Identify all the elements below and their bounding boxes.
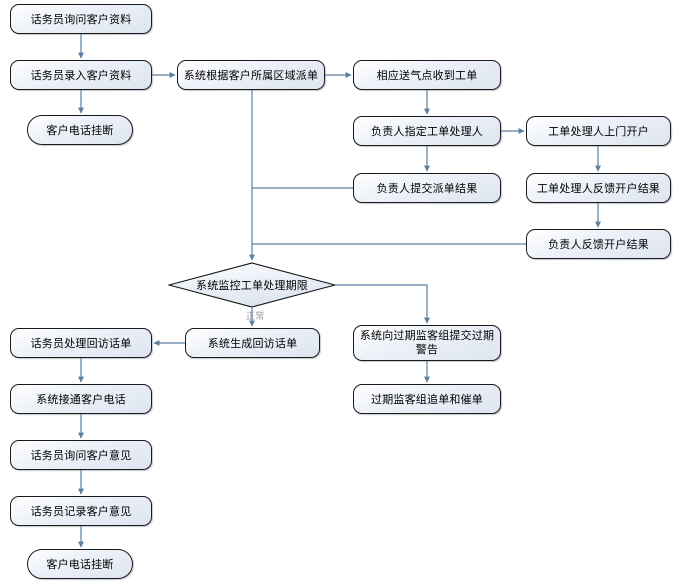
node-manager-feedback-result[interactable]: 负责人反馈开户结果 (526, 229, 671, 259)
node-agent-records-customer-opinion[interactable]: 话务员记录客户意见 (10, 496, 152, 526)
node-manager-assigns-handler[interactable]: 负责人指定工单处理人 (353, 116, 501, 146)
node-manager-submits-dispatch-result[interactable]: 负责人提交派单结果 (353, 173, 501, 203)
node-customer-hangup-top[interactable]: 客户电话挂断 (27, 115, 133, 145)
node-system-generates-callback-ticket[interactable]: 系统生成回访话单 (185, 328, 320, 358)
node-agent-asks-customer-opinion[interactable]: 话务员询问客户意见 (10, 440, 152, 470)
node-agent-handles-callback-ticket[interactable]: 话务员处理回访话单 (10, 328, 152, 358)
diamond-shape-icon (168, 262, 336, 308)
node-system-connects-customer-call[interactable]: 系统接通客户电话 (10, 384, 152, 414)
node-gas-station-receives-ticket[interactable]: 相应送气点收到工单 (353, 60, 501, 90)
node-system-submits-overdue-warning[interactable]: 系统向过期监客组提交过期 警告 (353, 325, 501, 361)
node-agent-ask-customer-info[interactable]: 话务员询问客户资料 (10, 4, 152, 34)
edge-label-normal: 正常 (246, 312, 265, 322)
decision-label: 系统监控工单处理期限 (196, 279, 308, 292)
node-system-dispatch-by-region[interactable]: 系统根据客户所属区域派单 (177, 60, 325, 90)
edge-n11-n18 (336, 284, 430, 324)
node-overdue-team-follows-up[interactable]: 过期监客组追单和催单 (353, 384, 501, 414)
node-handler-visits-customer[interactable]: 工单处理人上门开户 (526, 116, 671, 146)
node-customer-hangup-bottom[interactable]: 客户电话挂断 (27, 549, 133, 579)
node-agent-enter-customer-info[interactable]: 话务员录入客户资料 (10, 60, 152, 90)
decision-monitor-ticket-deadline[interactable]: 系统监控工单处理期限 (168, 262, 336, 308)
node-handler-feedback-result[interactable]: 工单处理人反馈开户结果 (526, 173, 671, 203)
